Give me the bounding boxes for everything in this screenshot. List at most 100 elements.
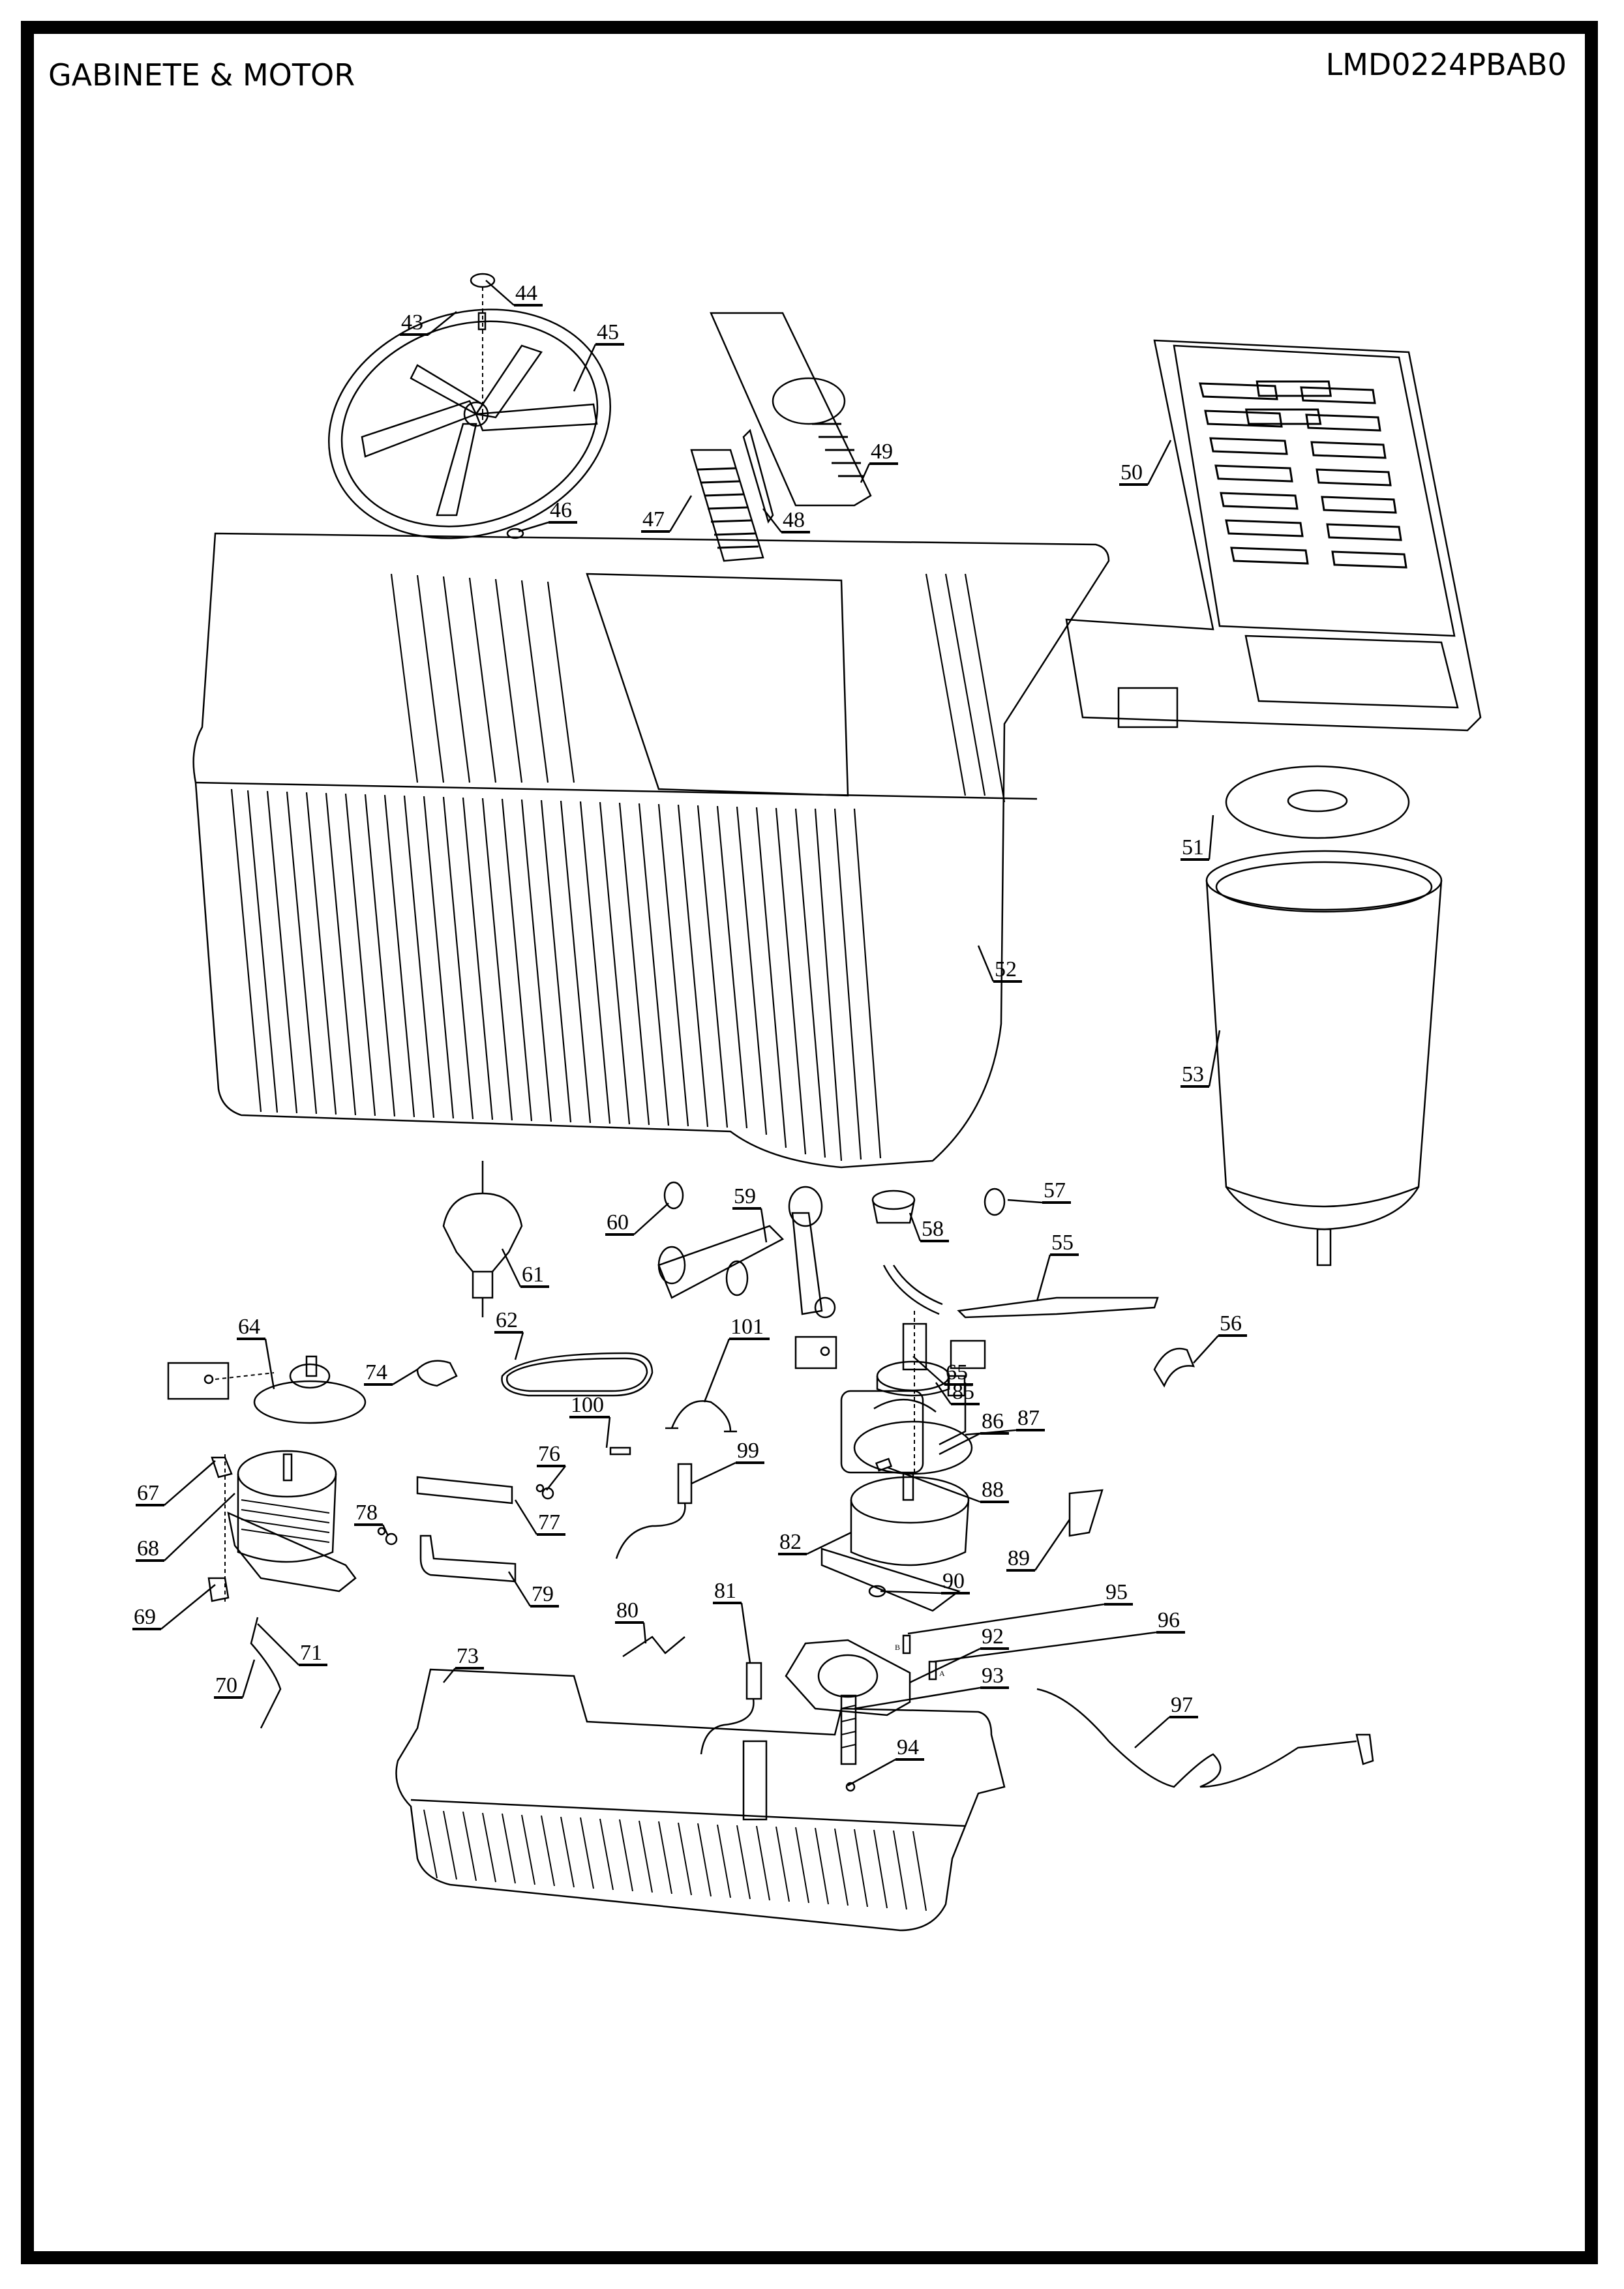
callout-number: 55 bbox=[1051, 1231, 1074, 1255]
part-69-motor-foot bbox=[207, 1577, 230, 1602]
callout-77: 77 bbox=[514, 1499, 565, 1536]
callout-58: 58 bbox=[909, 1212, 949, 1242]
callout-leader-line bbox=[886, 1466, 981, 1503]
callout-number: 89 bbox=[1008, 1546, 1030, 1570]
callout-leader-line bbox=[1007, 1199, 1043, 1204]
part-50-lid bbox=[1065, 339, 1482, 732]
callout-number: 74 bbox=[365, 1360, 387, 1384]
part-99-capacitor-lead bbox=[615, 1463, 693, 1559]
callout-47: 47 bbox=[641, 495, 693, 533]
callout-74: 74 bbox=[364, 1360, 418, 1386]
callout-leader-line bbox=[382, 1524, 389, 1536]
callout-leader-line bbox=[633, 1203, 669, 1235]
callout-leader-line bbox=[501, 1248, 522, 1287]
callout-number: 47 bbox=[642, 507, 665, 531]
drawing-frame bbox=[21, 21, 1598, 2264]
inset-marker-b: B bbox=[895, 1643, 900, 1652]
callout-49: 49 bbox=[860, 440, 898, 483]
tub-ribs bbox=[230, 573, 1006, 1161]
part-58-valve-cap bbox=[871, 1189, 916, 1224]
part-65-bolt-inset-left bbox=[167, 1362, 275, 1400]
callout-number: 101 bbox=[730, 1315, 764, 1339]
callout-85: 85 bbox=[935, 1380, 980, 1405]
part-96-foot-a: A bbox=[928, 1660, 945, 1681]
callout-number: 71 bbox=[300, 1641, 322, 1665]
callout-number: 94 bbox=[897, 1735, 919, 1759]
callout-number: 67 bbox=[137, 1481, 159, 1505]
callout-88: 88 bbox=[886, 1466, 1009, 1503]
callout-leader-line bbox=[485, 280, 515, 306]
part-53-spin-basket bbox=[1205, 850, 1443, 1266]
part-81-capacitor bbox=[700, 1662, 762, 1755]
part-74-clip bbox=[416, 1360, 458, 1387]
callout-number: 93 bbox=[982, 1664, 1004, 1688]
callout-leader-line bbox=[847, 1758, 896, 1787]
callout-50: 50 bbox=[1119, 440, 1172, 486]
callout-number: 100 bbox=[571, 1393, 604, 1417]
callout-number: 45 bbox=[597, 320, 619, 344]
callout-100: 100 bbox=[569, 1393, 611, 1448]
callout-number: 69 bbox=[134, 1605, 156, 1629]
callout-leader-line bbox=[977, 945, 995, 982]
callout-number: 82 bbox=[779, 1530, 802, 1554]
callout-leader-line bbox=[546, 1465, 566, 1491]
part-52-tub bbox=[192, 532, 1110, 1169]
callout-leader-line bbox=[1208, 1030, 1221, 1087]
inset-marker-a: A bbox=[939, 1669, 945, 1678]
part-82-spin-motor bbox=[820, 1473, 970, 1612]
callout-leader-line bbox=[854, 1686, 981, 1710]
callout-96: 96 bbox=[933, 1608, 1185, 1663]
callout-number: 68 bbox=[137, 1536, 159, 1561]
callout-number: 50 bbox=[1120, 460, 1143, 485]
callout-leader-line bbox=[1036, 1254, 1051, 1302]
callout-62: 62 bbox=[494, 1308, 524, 1360]
part-55-drain-hose bbox=[882, 1264, 1159, 1319]
callout-leader-line bbox=[909, 1212, 922, 1242]
part-49-housing bbox=[710, 312, 872, 507]
callout-number: 43 bbox=[401, 310, 423, 335]
callout-89: 89 bbox=[1006, 1519, 1071, 1572]
callout-number: 53 bbox=[1182, 1062, 1204, 1086]
callout-leader-line bbox=[257, 1623, 299, 1666]
callout-number: 59 bbox=[734, 1184, 756, 1208]
callout-leader-line bbox=[428, 311, 457, 335]
callout-leader-line bbox=[1147, 440, 1172, 485]
callout-80: 80 bbox=[615, 1598, 647, 1644]
part-77-bellows bbox=[416, 1476, 513, 1504]
part-85-coupling bbox=[876, 1311, 950, 1474]
callout-64: 64 bbox=[237, 1315, 275, 1390]
callout-78: 78 bbox=[354, 1501, 389, 1536]
callout-56: 56 bbox=[1193, 1311, 1247, 1364]
part-59-drain-valve bbox=[657, 1186, 836, 1319]
callout-67: 67 bbox=[136, 1460, 216, 1506]
callout-number: 95 bbox=[1105, 1580, 1128, 1604]
callout-leader-line bbox=[935, 1382, 952, 1405]
callout-number: 88 bbox=[982, 1478, 1004, 1502]
callout-65: 65 bbox=[912, 1356, 973, 1386]
callout-79: 79 bbox=[507, 1571, 559, 1608]
callout-leader-line bbox=[907, 1603, 1105, 1635]
callout-leader-line bbox=[1134, 1716, 1170, 1748]
callout-68: 68 bbox=[136, 1493, 235, 1562]
part-48-clip bbox=[742, 428, 774, 524]
callout-92: 92 bbox=[909, 1624, 1009, 1684]
callout-leader-line bbox=[514, 1332, 524, 1360]
callout-number: 81 bbox=[714, 1579, 736, 1603]
part-68-wash-motor bbox=[227, 1450, 357, 1593]
callout-93: 93 bbox=[854, 1664, 1009, 1710]
callout-81: 81 bbox=[713, 1579, 751, 1664]
callout-number: 99 bbox=[737, 1439, 759, 1463]
callout-94: 94 bbox=[847, 1735, 924, 1787]
callout-number: 70 bbox=[215, 1673, 237, 1698]
callout-48: 48 bbox=[762, 508, 810, 533]
callout-95: 95 bbox=[907, 1580, 1133, 1635]
part-57-cap bbox=[984, 1188, 1006, 1216]
part-79-bellows-elbow bbox=[419, 1534, 517, 1583]
callout-number: 62 bbox=[496, 1308, 518, 1332]
callout-52: 52 bbox=[977, 945, 1022, 983]
callout-leader-line bbox=[860, 463, 871, 483]
callout-60: 60 bbox=[605, 1203, 669, 1236]
callout-number: 51 bbox=[1182, 835, 1204, 860]
callout-99: 99 bbox=[691, 1439, 764, 1485]
callout-46: 46 bbox=[518, 498, 577, 533]
